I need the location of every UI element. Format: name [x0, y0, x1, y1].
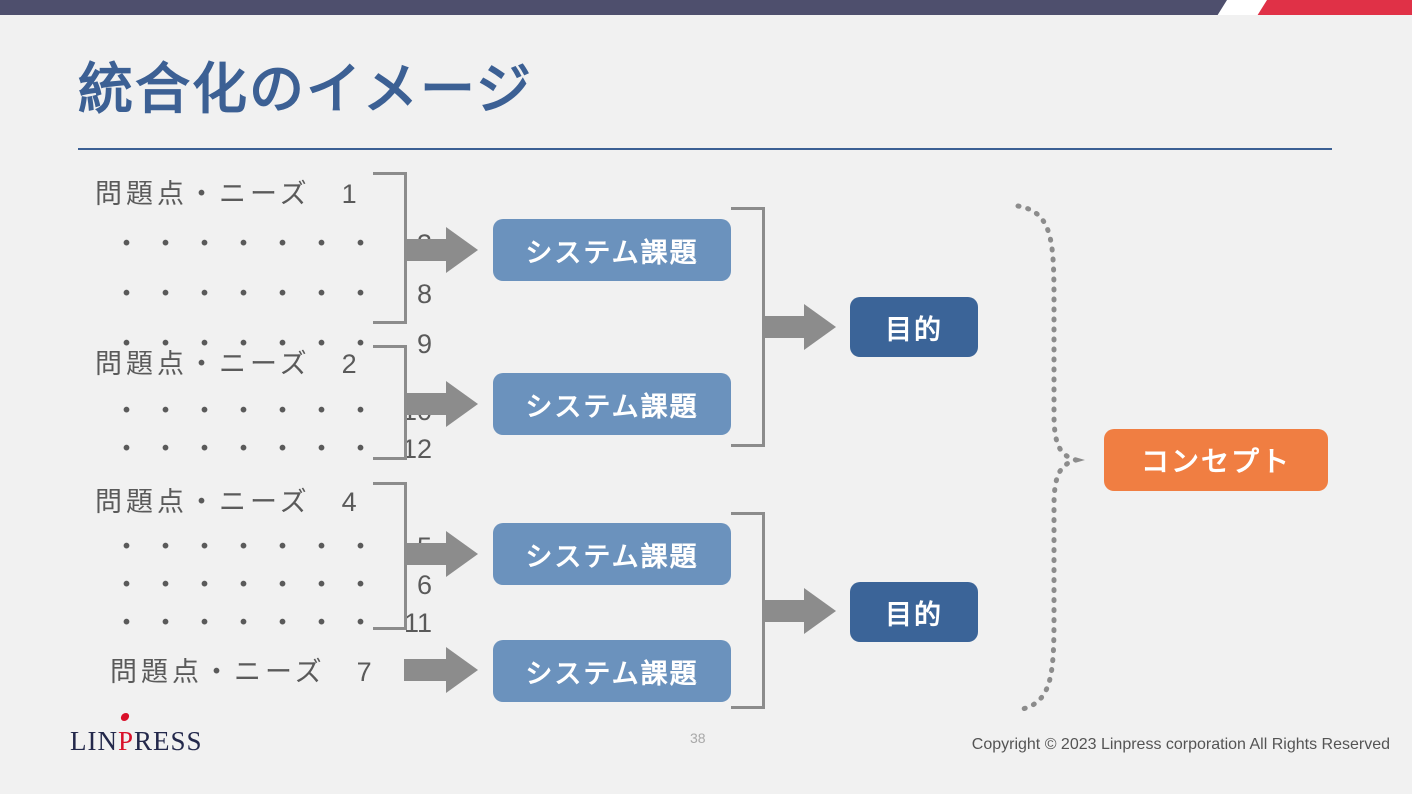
top-bar-navy-segment	[0, 0, 1250, 15]
needs-number: 1	[341, 179, 357, 209]
arrow-needs-4-to-system-4	[404, 647, 478, 693]
needs-dots: ・・・・・・・	[113, 532, 386, 562]
arrow-head	[446, 531, 478, 577]
needs-number: 7	[356, 657, 372, 687]
needs-line-1-1: 問題点・ニーズ 1	[95, 172, 357, 211]
needs-number: 9	[416, 329, 432, 359]
needs-number: 11	[403, 608, 432, 638]
arrow-shaft	[762, 600, 808, 622]
needs-line-4-1: 問題点・ニーズ 7	[110, 650, 372, 689]
arrow-shaft	[404, 239, 450, 261]
arrow-shaft	[404, 543, 450, 565]
bracket-needs-group-1	[373, 172, 407, 324]
page-title: 統合化のイメージ	[78, 58, 533, 120]
needs-dots: ・・・・・・・	[113, 608, 386, 638]
arrow-needs-2-to-system-2	[404, 381, 478, 427]
arrow-head	[804, 304, 836, 350]
needs-number: 4	[341, 487, 357, 517]
bracket-system-to-purpose-2	[731, 512, 765, 709]
system-issue-label: システム課題	[525, 391, 699, 422]
needs-number: 2	[341, 349, 357, 379]
needs-label: 問題点・ニーズ	[95, 179, 311, 209]
system-issue-label: システム課題	[525, 237, 699, 268]
system-issue-box-2[interactable]: システム課題	[493, 373, 731, 435]
top-bar-red-segment	[1245, 0, 1412, 15]
system-issue-box-1[interactable]: システム課題	[493, 219, 731, 281]
system-issue-box-3[interactable]: システム課題	[493, 523, 731, 585]
arrow-needs-1-to-system-1	[404, 227, 478, 273]
needs-line-2-1: 問題点・ニーズ 2	[95, 342, 357, 381]
needs-line-3-4: ・・・・・・・ 11	[95, 601, 432, 640]
concept-box[interactable]: コンセプト	[1104, 429, 1328, 491]
arrow-head	[446, 647, 478, 693]
arrow-needs-3-to-system-3	[404, 531, 478, 577]
logo-text-part1: LIN	[70, 726, 118, 756]
arrow-head	[446, 381, 478, 427]
needs-line-3-3: ・・・・・・・ 6	[95, 563, 432, 602]
system-issue-label: システム課題	[525, 658, 699, 689]
top-accent-bar	[0, 0, 1412, 15]
copyright-notice: Copyright © 2023 Linpress corporation Al…	[971, 736, 1390, 753]
title-divider	[78, 148, 1332, 150]
dotted-brace-to-concept	[1004, 200, 1114, 716]
arrow-head	[446, 227, 478, 273]
needs-label: 問題点・ニーズ	[95, 349, 311, 379]
bracket-system-to-purpose-1	[731, 207, 765, 447]
needs-line-1-4: ・・・・・・・ 9	[95, 322, 432, 361]
page-number: 38	[690, 730, 706, 746]
logo-person-mark-icon	[120, 713, 130, 721]
logo-text-part3: RESS	[134, 726, 203, 756]
needs-dots: ・・・・・・・	[113, 279, 386, 309]
needs-dots: ・・・・・・・	[113, 329, 386, 359]
needs-dots: ・・・・・・・	[113, 570, 386, 600]
purpose-label: 目的	[885, 599, 943, 630]
system-issue-box-4[interactable]: システム課題	[493, 640, 731, 702]
concept-label: コンセプト	[1140, 446, 1291, 477]
needs-dots: ・・・・・・・	[113, 396, 386, 426]
arrow-head	[804, 588, 836, 634]
purpose-label: 目的	[885, 314, 943, 345]
needs-dots: ・・・・・・・	[113, 229, 386, 259]
bracket-needs-group-2	[373, 345, 407, 460]
bracket-needs-group-3	[373, 482, 407, 630]
needs-line-1-3: ・・・・・・・ 8	[95, 272, 432, 311]
needs-label: 問題点・ニーズ	[110, 657, 326, 687]
purpose-box-2[interactable]: 目的	[850, 582, 978, 642]
needs-number: 6	[416, 570, 432, 600]
arrow-shaft	[404, 393, 450, 415]
arrow-shaft	[404, 659, 450, 681]
needs-line-3-1: 問題点・ニーズ 4	[95, 480, 357, 519]
needs-number: 8	[416, 279, 432, 309]
needs-dots: ・・・・・・・	[113, 434, 386, 464]
arrow-system-to-purpose-1	[762, 304, 836, 350]
purpose-box-1[interactable]: 目的	[850, 297, 978, 357]
logo-text-p: P	[118, 713, 134, 756]
arrow-system-to-purpose-2	[762, 588, 836, 634]
arrow-shaft	[762, 316, 808, 338]
system-issue-label: システム課題	[525, 541, 699, 572]
needs-label: 問題点・ニーズ	[95, 487, 311, 517]
